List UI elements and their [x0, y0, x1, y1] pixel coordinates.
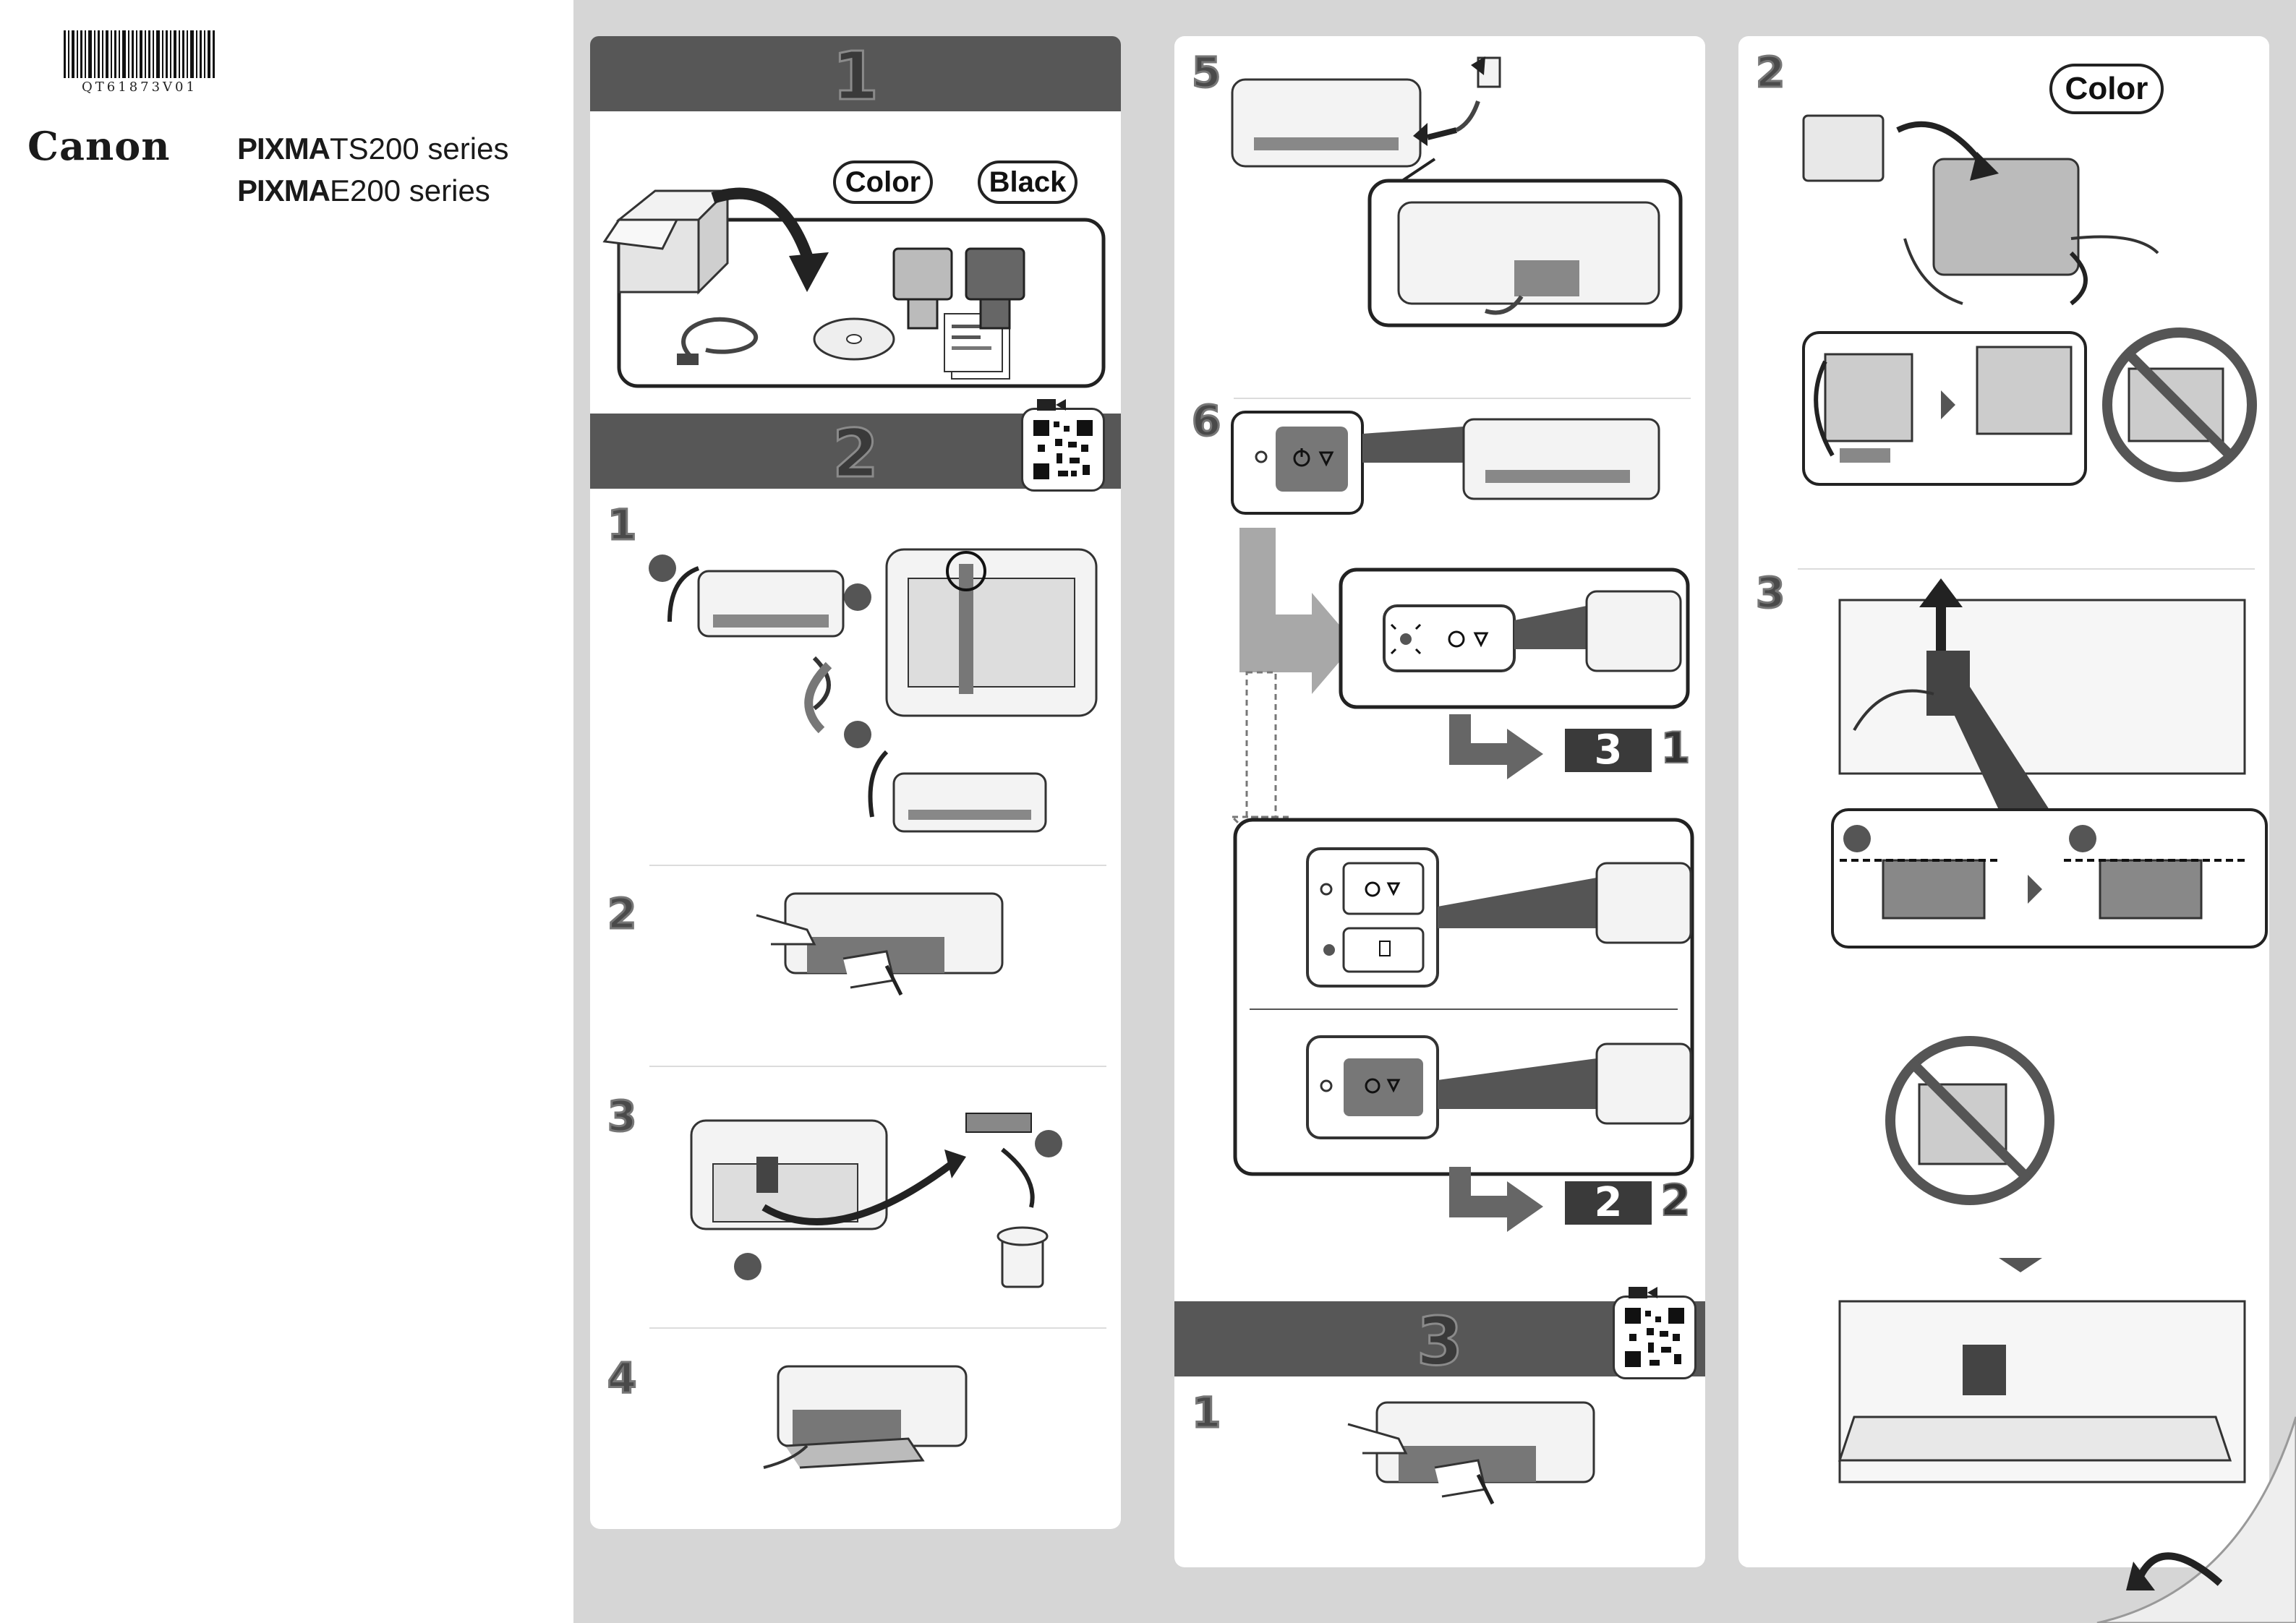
blinking-lamp-callout [1341, 570, 1695, 714]
s2-step-2-number: 2 [607, 889, 636, 938]
black-label: Black [978, 160, 1077, 204]
qr-icon [1023, 410, 1103, 489]
separator-3 [649, 1327, 1106, 1329]
s3-step-3-illustration [1811, 586, 2259, 1511]
alternate-lamp-callout [1235, 820, 1698, 1181]
s3-step-3-number: 3 [1756, 568, 1785, 617]
video-camera-icon [1037, 396, 1066, 414]
separator-1 [649, 865, 1106, 866]
s2-step-5-illustration [1232, 51, 1695, 354]
column-b-panel: 5 6 [1174, 36, 1705, 1567]
barcode-number: QT61873V01 [64, 80, 215, 95]
section-1-band: 1 [590, 36, 1121, 111]
qr-icon [1615, 1298, 1694, 1377]
power-button-callout [1232, 405, 1695, 513]
section-1-number: 1 [590, 38, 1121, 115]
nav-alt-sub[interactable]: 2 [1660, 1176, 1691, 1226]
column-a-panel: 1 Color Black [590, 36, 1121, 1529]
arrow-to-2-2 [1449, 1167, 1550, 1232]
unboxing-illustration [590, 111, 1121, 415]
separator-2 [649, 1066, 1106, 1067]
nav-alt-box[interactable]: 2 [1565, 1181, 1652, 1225]
barcode-icon [64, 30, 215, 78]
nav-next-box[interactable]: 3 [1565, 729, 1652, 772]
color-label: Color [833, 160, 933, 204]
s2-step-6-number: 6 [1192, 396, 1221, 445]
model-line-1: PIXMATS200 series [237, 132, 508, 166]
trash-bin-icon [998, 1228, 1047, 1287]
s3-step-1-illustration [1348, 1395, 1623, 1525]
s2-step-4-number: 4 [607, 1353, 636, 1403]
s3-step-1-number: 1 [1192, 1388, 1221, 1437]
separator-5 [1798, 568, 2255, 570]
s3-step-2-number: 2 [1756, 48, 1785, 97]
page-curl [2097, 1417, 2296, 1623]
s2-step-1-number: 1 [607, 500, 636, 549]
s2-step-4-illustration [764, 1359, 1053, 1475]
model-2-bold: PIXMA [237, 174, 330, 207]
video-camera-icon [1629, 1284, 1657, 1301]
brand-logo: Canon [27, 123, 171, 169]
s2-step-2-illustration [756, 886, 1031, 1016]
qr-code-section-3[interactable] [1613, 1296, 1697, 1379]
cover-column: QT61873V01 Canon PIXMATS200 series PIXMA… [0, 0, 573, 1623]
s2-step-1-illustration [648, 499, 1111, 824]
s3-step-2-illustration [1796, 72, 2259, 499]
s2-step-3-illustration [677, 1099, 1111, 1287]
model-1-bold: PIXMA [237, 132, 330, 166]
model-1-rest: TS200 series [330, 132, 508, 166]
separator-4 [1234, 398, 1691, 399]
column-c-panel: 2 Color 3 [1738, 36, 2269, 1567]
s2-step-3-number: 3 [607, 1092, 636, 1141]
arrow-to-3-1 [1449, 714, 1550, 779]
model-line-2: PIXMAE200 series [237, 174, 490, 208]
nav-next-sub[interactable]: 1 [1660, 723, 1691, 774]
model-2-rest: E200 series [330, 174, 490, 207]
qr-code-section-2[interactable] [1021, 408, 1105, 492]
s2-step-5-number: 5 [1192, 48, 1221, 97]
box-icon [605, 191, 727, 292]
